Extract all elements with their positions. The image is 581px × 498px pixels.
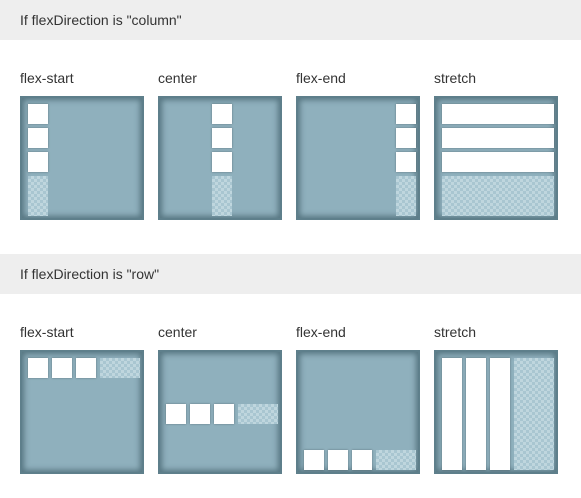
container-column-flex-start — [20, 96, 144, 220]
flex-item — [166, 404, 186, 424]
flex-item — [304, 450, 324, 470]
label-column-flex-start: flex-start — [20, 70, 74, 86]
flex-item — [28, 358, 48, 378]
free-space — [212, 176, 232, 216]
container-column-center — [158, 96, 282, 220]
flex-item — [214, 404, 234, 424]
flex-item — [28, 152, 48, 172]
flex-item — [352, 450, 372, 470]
container-row-flex-start — [20, 350, 144, 474]
free-space — [100, 358, 140, 378]
flex-item — [212, 104, 232, 124]
label-row-stretch: stretch — [434, 324, 477, 340]
flex-item — [28, 104, 48, 124]
free-space — [396, 176, 416, 216]
flex-item — [466, 358, 486, 470]
container-column-flex-end — [296, 96, 420, 220]
flex-item — [212, 152, 232, 172]
flex-item — [396, 152, 416, 172]
section-heading-column: If flexDirection is "column" — [0, 0, 581, 40]
free-space — [28, 176, 48, 216]
container-row-center — [158, 350, 282, 474]
flex-item — [396, 128, 416, 148]
flex-item — [212, 128, 232, 148]
free-space — [514, 358, 554, 470]
flex-item — [490, 358, 510, 470]
label-row-flex-start: flex-start — [20, 324, 74, 340]
flex-item — [442, 358, 462, 470]
label-row-center: center — [158, 324, 197, 340]
free-space — [442, 176, 554, 216]
flex-item — [28, 128, 48, 148]
flex-item — [396, 104, 416, 124]
free-space — [238, 404, 278, 424]
free-space — [376, 450, 416, 470]
container-row-stretch — [434, 350, 558, 474]
flex-item — [442, 152, 554, 172]
label-column-flex-end: flex-end — [296, 70, 346, 86]
section-heading-row: If flexDirection is "row" — [0, 254, 581, 294]
container-column-stretch — [434, 96, 558, 220]
flex-item — [442, 128, 554, 148]
label-row-flex-end: flex-end — [296, 324, 346, 340]
flex-item — [442, 104, 554, 124]
label-column-center: center — [158, 70, 197, 86]
flex-item — [328, 450, 348, 470]
flex-item — [76, 358, 96, 378]
label-column-stretch: stretch — [434, 70, 477, 86]
flex-item — [190, 404, 210, 424]
flex-item — [52, 358, 72, 378]
container-row-flex-end — [296, 350, 420, 474]
